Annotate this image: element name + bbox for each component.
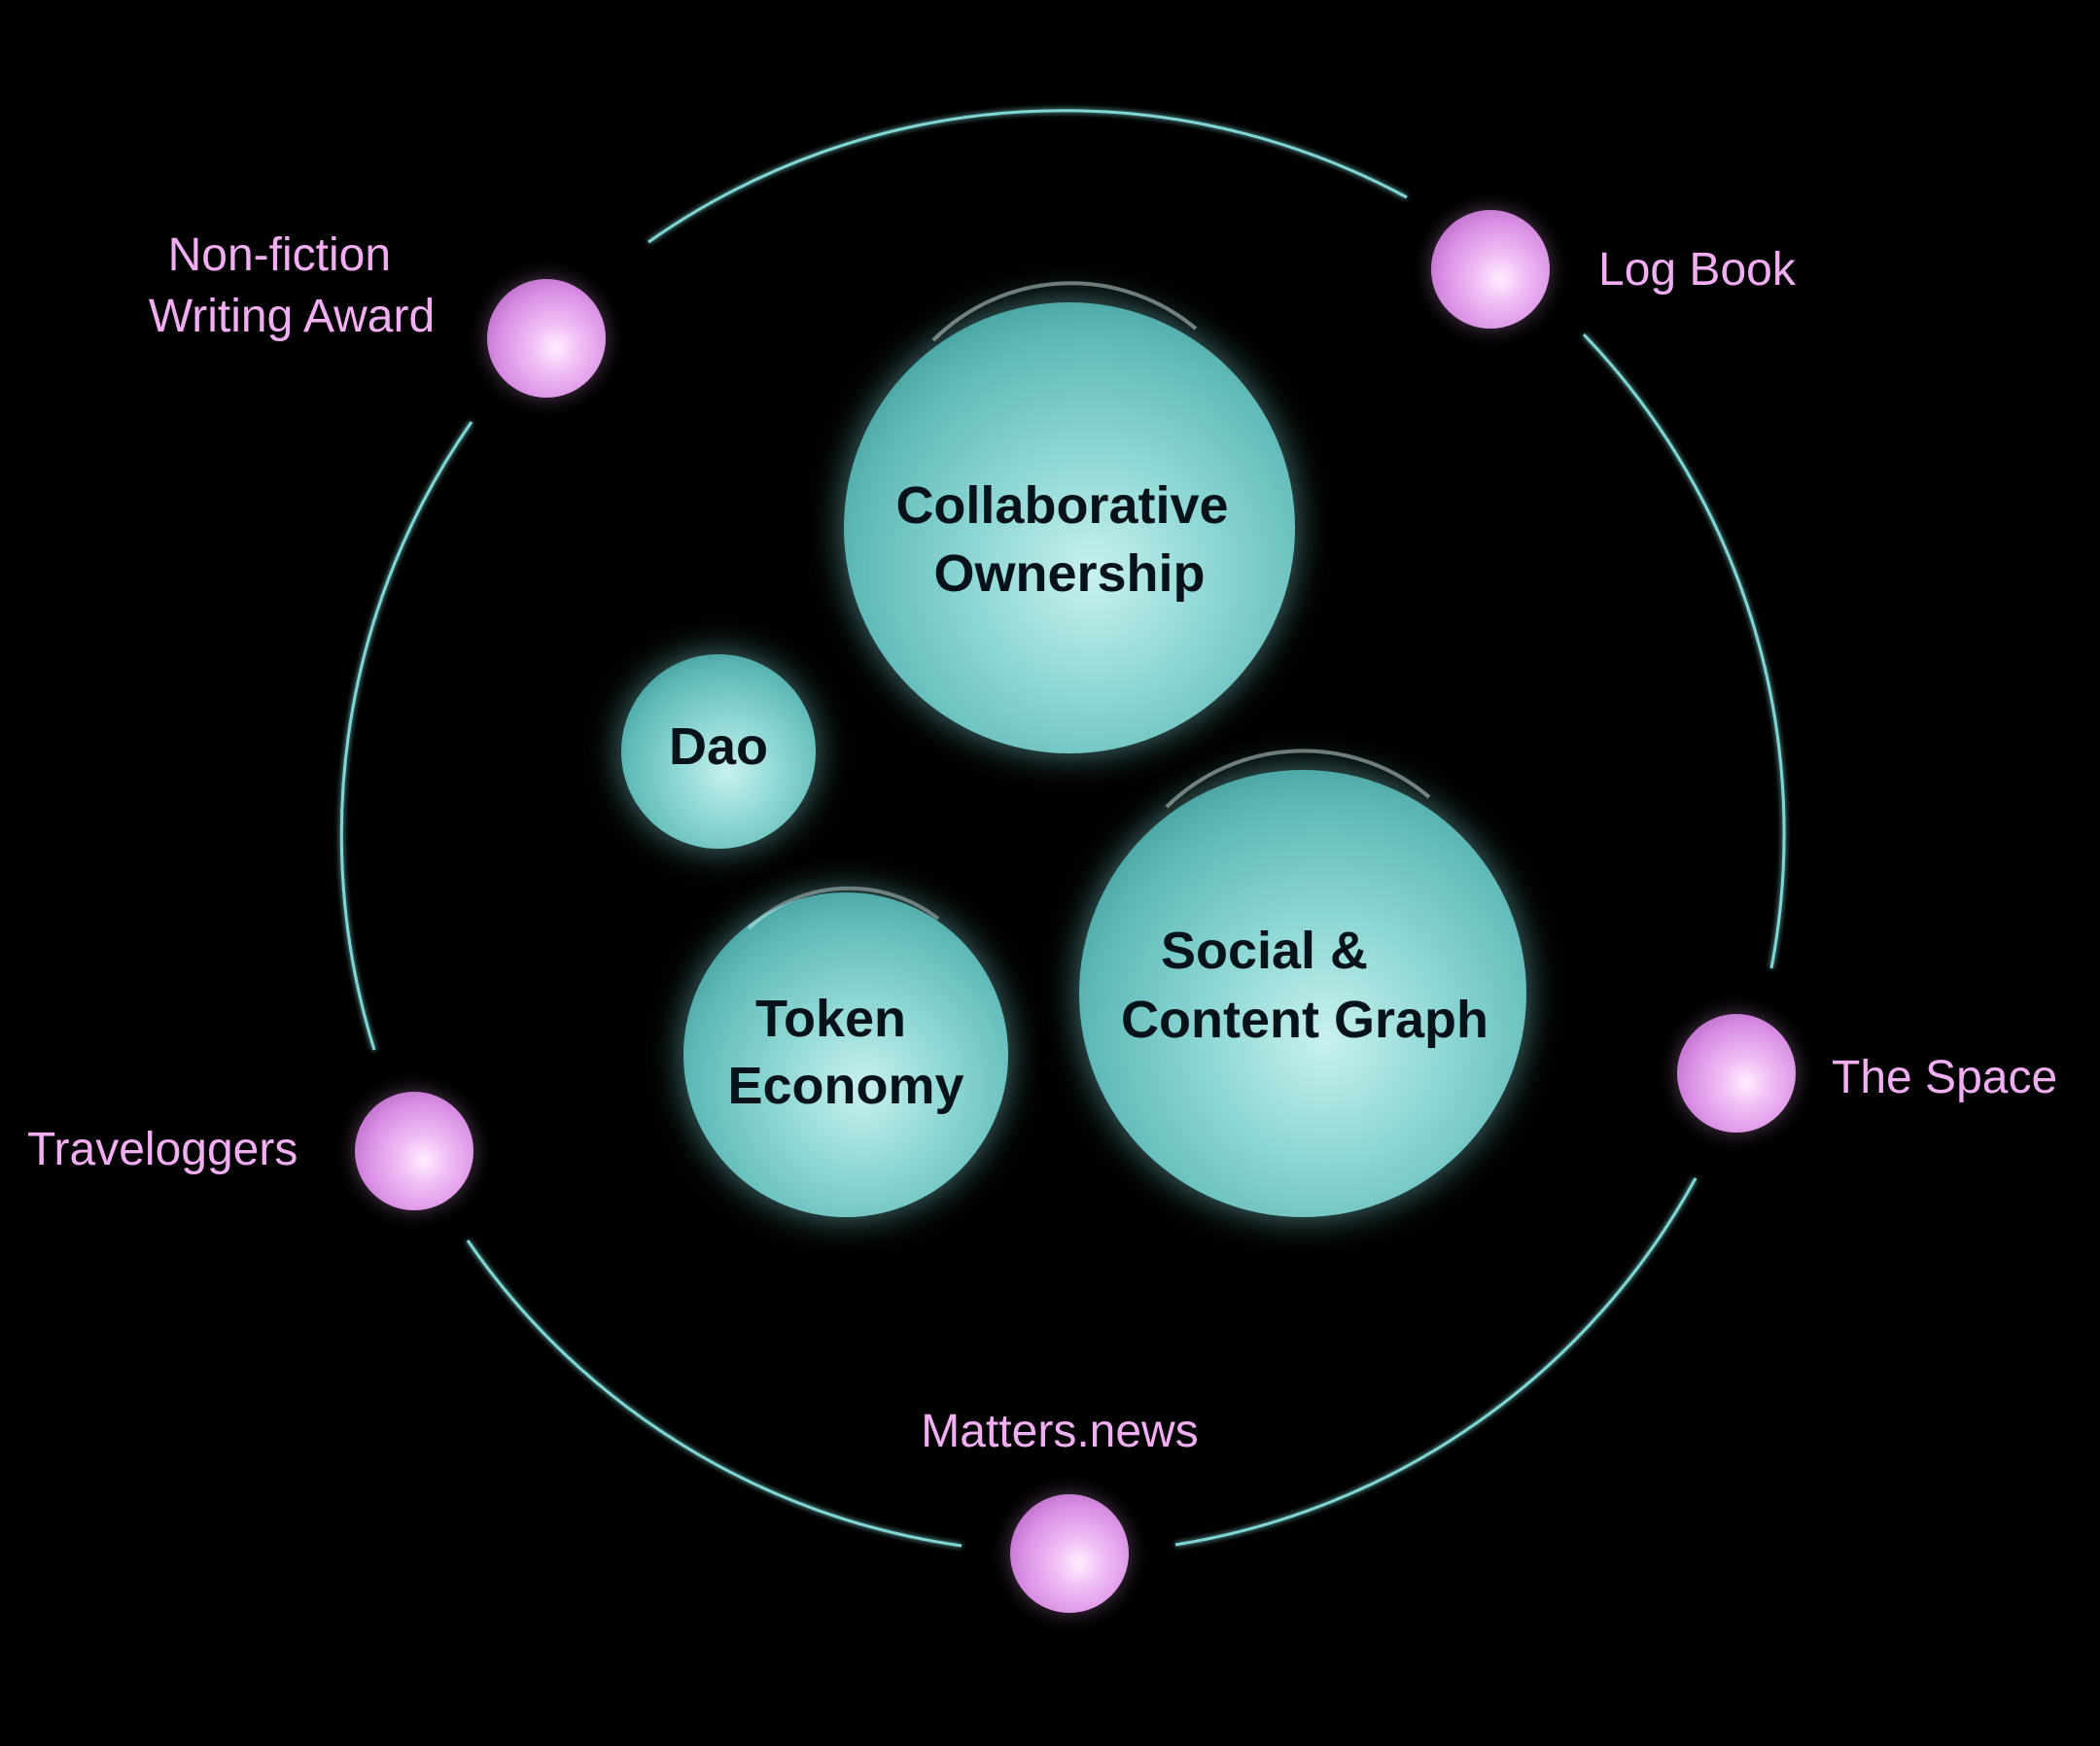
bubble-social-content-graph-shine: [1165, 749, 1431, 809]
planet-traveloggers: Traveloggers: [27, 1092, 473, 1210]
bubble-collaborative-ownership: Collaborative Ownership: [844, 281, 1295, 753]
orbit-arc-top: [648, 109, 1408, 244]
planet-log-book-sphere: [1431, 210, 1550, 329]
dao-label: Dao: [669, 717, 768, 776]
bubble-token-economy: Token Economy: [683, 886, 1008, 1217]
svg-text:Collaborative Ownershi: Collaborative Ownership: [895, 476, 1242, 603]
svg-text:Social & Content Graph: Social & Content Graph: [1121, 922, 1488, 1049]
svg-text:Traveloggers: Traveloggers: [27, 1124, 298, 1175]
bubble-social-content-graph-sphere: [1079, 770, 1526, 1217]
bubble-dao-sphere: [621, 654, 816, 849]
collaborative-ownership-line-2: Ownership: [933, 544, 1205, 603]
bubble-token-economy-shine: [747, 886, 940, 930]
matters-news-label: Matters.news: [921, 1406, 1198, 1457]
svg-text:Token Economy: Token Economy: [727, 990, 963, 1115]
log-book-label: Log Book: [1598, 244, 1797, 296]
bubble-collaborative-ownership-shine: [931, 281, 1198, 342]
core-concepts: Collaborative Ownership Dao Token Econom…: [621, 281, 1526, 1217]
social-content-graph-line-2: Content Graph: [1121, 991, 1488, 1049]
the-space-label: The Space: [1832, 1052, 2057, 1103]
products: Non-fiction Writing Award Log Book The S…: [27, 210, 2057, 1613]
orbit-arc-left: [339, 421, 473, 1051]
planet-matters-news: Matters.news: [921, 1406, 1199, 1613]
bubble-social-content-graph: Social & Content Graph: [1079, 749, 1526, 1217]
orbit-arc-bottom-left: [466, 1240, 962, 1548]
bubble-token-economy-sphere: [683, 892, 1008, 1217]
svg-text:Dao: Dao: [669, 717, 768, 776]
svg-text:Non-fiction Writing Aw: Non-fiction Writing Award: [149, 229, 435, 342]
social-content-graph-line-1: Social &: [1161, 922, 1368, 980]
planet-non-fiction-writing-award-sphere: [487, 279, 606, 398]
orbit-arc-right-upper: [1582, 332, 1786, 969]
traveloggers-label: Traveloggers: [27, 1124, 298, 1175]
planet-the-space: The Space: [1677, 1014, 2057, 1133]
svg-text:The Space: The Space: [1832, 1052, 2057, 1103]
non-fiction-writing-award-line-2: Writing Award: [149, 291, 435, 342]
collaborative-ownership-line-1: Collaborative: [895, 476, 1228, 535]
orbit-arc-right-lower: [1174, 1177, 1698, 1547]
svg-text:Matters.news: Matters.news: [921, 1406, 1198, 1457]
non-fiction-writing-award-line-1: Non-fiction: [168, 229, 391, 281]
svg-text:Log Book: Log Book: [1598, 244, 1797, 296]
planet-log-book: Log Book: [1431, 210, 1797, 329]
planet-matters-news-sphere: [1010, 1494, 1129, 1613]
planet-non-fiction-writing-award: Non-fiction Writing Award: [149, 229, 606, 398]
bubble-collaborative-ownership-sphere: [844, 302, 1295, 753]
orbit-ring: [339, 109, 1786, 1548]
planet-traveloggers-sphere: [355, 1092, 473, 1210]
bubble-dao: Dao: [621, 654, 816, 849]
token-economy-line-2: Economy: [727, 1057, 963, 1115]
planet-the-space-sphere: [1677, 1014, 1796, 1133]
token-economy-line-1: Token: [755, 990, 906, 1048]
